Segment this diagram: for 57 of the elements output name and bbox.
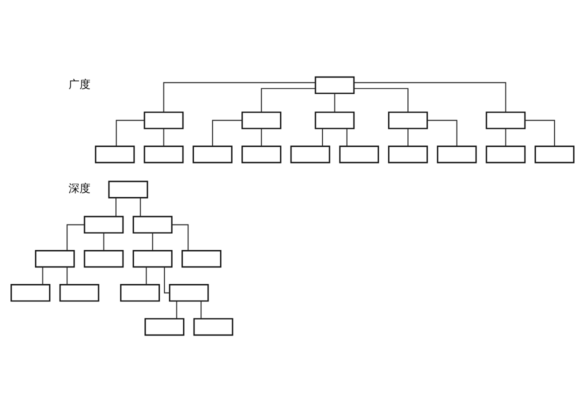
- connector: [176, 300, 178, 320]
- connector: [66, 224, 85, 252]
- connector: [163, 128, 164, 147]
- node-box: [314, 112, 355, 130]
- node-box: [486, 112, 526, 130]
- node-box: [132, 216, 172, 234]
- connector: [66, 266, 68, 286]
- node-box: [388, 112, 428, 130]
- connector: [260, 128, 262, 147]
- node-box: [144, 318, 184, 336]
- connector: [152, 232, 154, 252]
- connector: [260, 88, 316, 112]
- connector: [172, 224, 189, 252]
- connector: [116, 120, 145, 147]
- connector: [115, 197, 116, 217]
- node-box: [193, 318, 234, 336]
- node-box: [144, 112, 184, 130]
- connector: [164, 266, 170, 294]
- node-box: [168, 284, 209, 302]
- connector: [505, 128, 506, 147]
- connector: [334, 92, 336, 112]
- node-box: [10, 284, 50, 302]
- connector: [322, 128, 323, 147]
- connector: [140, 197, 141, 217]
- node-box: [120, 284, 160, 302]
- node-box: [108, 180, 148, 198]
- connector: [212, 120, 243, 147]
- connector: [426, 120, 458, 147]
- node-box: [192, 146, 232, 164]
- connector: [354, 82, 506, 113]
- node-box: [436, 146, 477, 164]
- node-box: [132, 250, 172, 268]
- node-box: [486, 146, 526, 164]
- node-box: [242, 146, 282, 164]
- connector: [146, 266, 147, 286]
- node-box: [84, 216, 124, 234]
- node-box: [242, 112, 282, 130]
- node-box: [59, 284, 100, 302]
- connector: [346, 128, 348, 147]
- node-box: [34, 250, 75, 268]
- node-box: [84, 250, 124, 268]
- connector: [163, 82, 316, 113]
- node-box: [144, 146, 184, 164]
- node-box: [388, 146, 428, 164]
- node-box: [182, 250, 222, 268]
- label: 广度: [68, 78, 90, 91]
- connector: [524, 120, 556, 147]
- node-box: [290, 146, 330, 164]
- label: 深度: [68, 182, 90, 196]
- node-box: [94, 146, 135, 164]
- connector: [103, 232, 104, 252]
- connector: [200, 300, 202, 320]
- connector: [353, 88, 408, 112]
- node-box: [534, 146, 574, 164]
- node-box: [314, 76, 355, 94]
- node-box: [339, 146, 380, 164]
- connector: [42, 266, 44, 286]
